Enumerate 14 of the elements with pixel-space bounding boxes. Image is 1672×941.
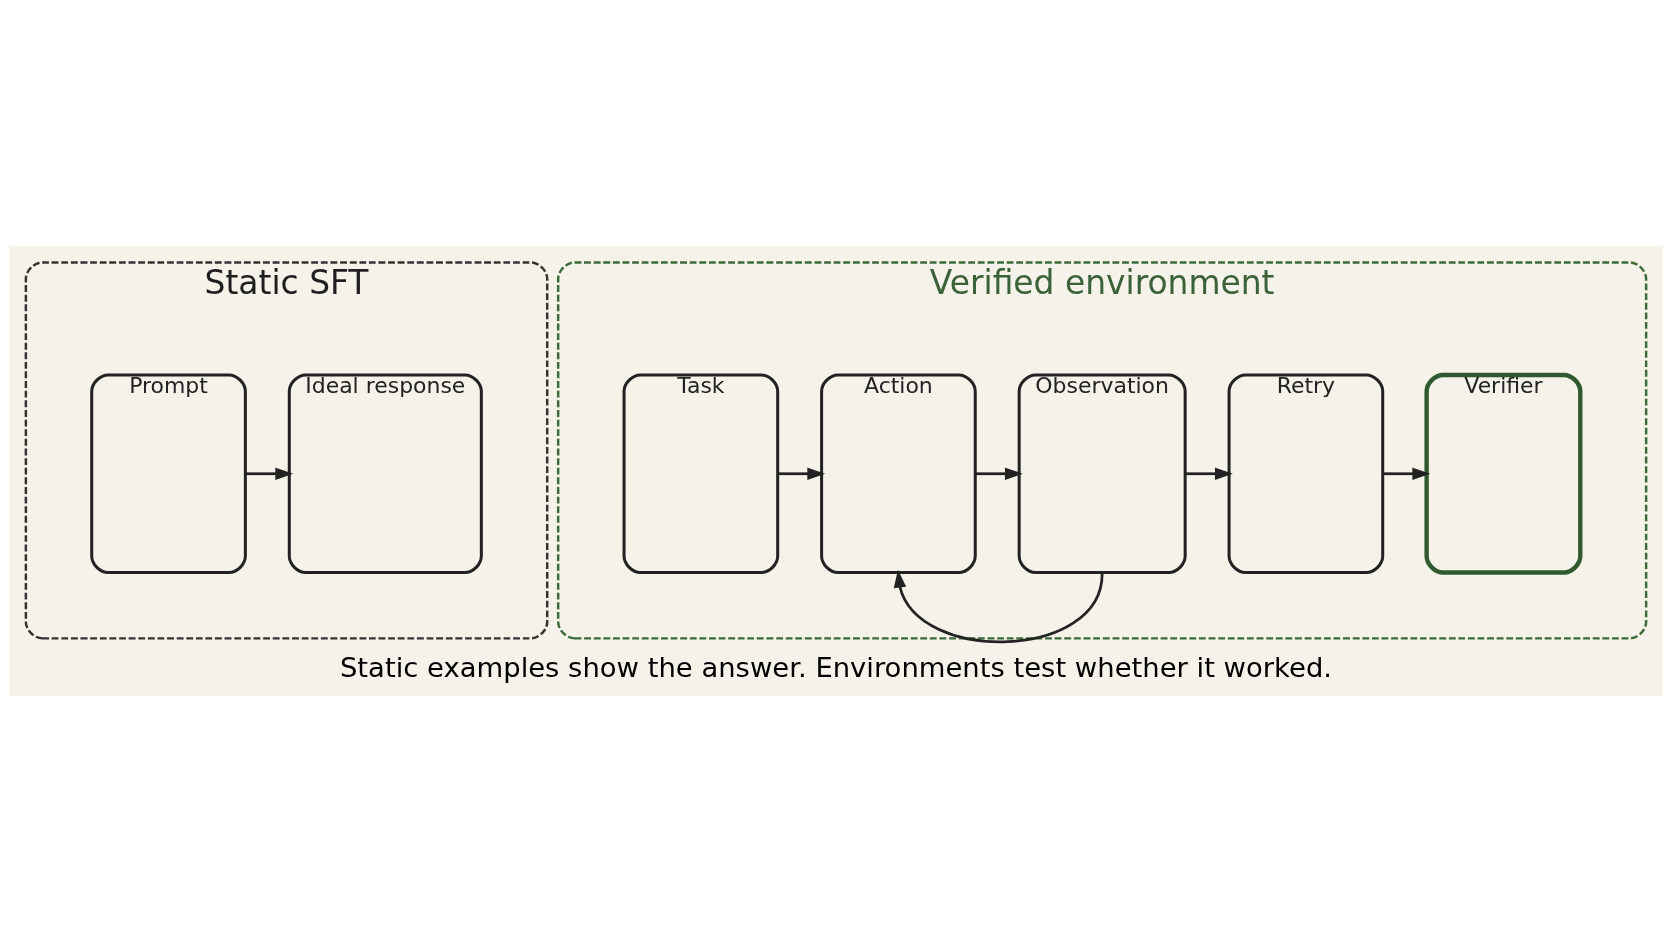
arrow: [1185, 467, 1233, 480]
node-box: Retry: [1227, 372, 1385, 574]
node-box: Prompt: [90, 372, 247, 574]
arrow: [778, 467, 826, 480]
caption: Static examples show the answer. Environments test whether it worked.: [339, 651, 1333, 683]
node-box: Action: [820, 372, 977, 574]
arrow: [975, 467, 1023, 480]
arrow: [246, 467, 294, 480]
node-box: Task: [622, 372, 780, 574]
arrow: [893, 569, 1104, 643]
node-box: Ideal response: [287, 372, 483, 574]
node-box: Observation: [1017, 372, 1187, 574]
node-box: Verifier: [1424, 372, 1583, 575]
arrow: [1383, 467, 1431, 480]
